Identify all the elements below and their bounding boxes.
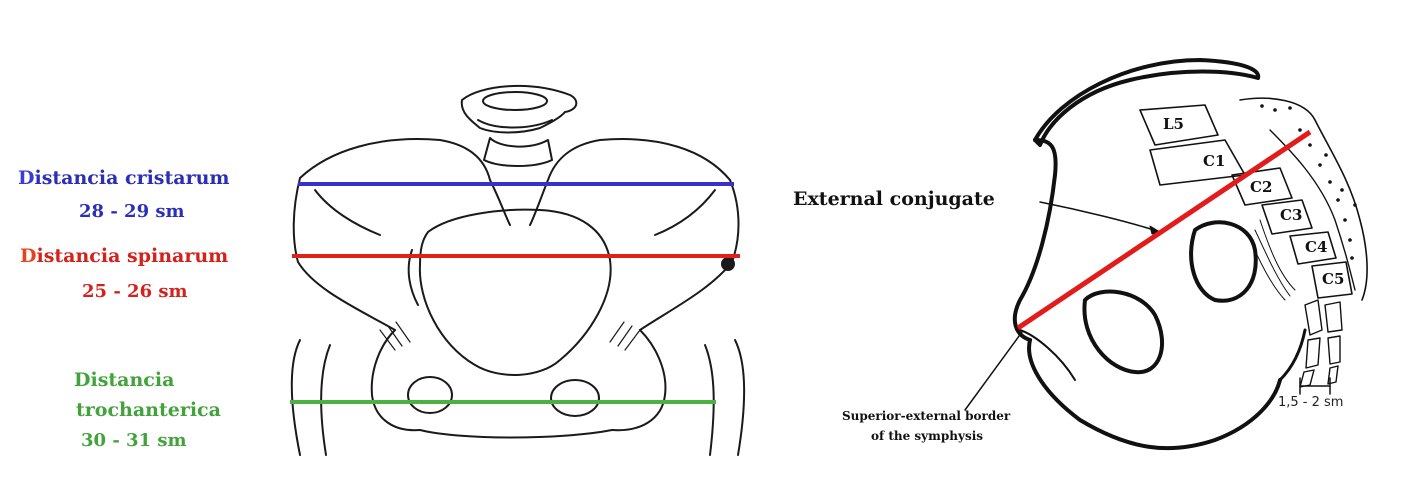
spinarum-label: Distancia spinarum [20, 247, 228, 266]
vertebra-label-c4: C4 [1305, 238, 1328, 256]
external-conjugate-line [1016, 129, 1312, 331]
pelvis-front-drawing [290, 85, 746, 456]
cristarum-label-initial: D [18, 167, 35, 189]
cristarum-value: 28 - 29 sm [79, 201, 185, 222]
symphysis-label-line2: of the symphysis [871, 429, 984, 443]
trochanterica-label-line2: trochanterica [76, 399, 221, 421]
vertebra-label-c1: C1 [1203, 152, 1226, 170]
vertebra-label-l5: L5 [1163, 115, 1184, 133]
spinarum-label-initial: D [20, 245, 37, 267]
vertebra-label-c3: C3 [1280, 206, 1303, 224]
spinarum-label-rest: istancia spinarum [36, 245, 229, 267]
spinarum-value: 25 - 26 sm [82, 281, 188, 302]
cristarum-label-rest: istancia cristarum [34, 167, 230, 189]
vertebra-label-c2: C2 [1250, 178, 1273, 196]
symphysis-label-line1: Superior-external border [842, 409, 1011, 423]
external-conjugate-label: External conjugate [793, 188, 995, 210]
vertebra-label-c5: C5 [1322, 270, 1345, 288]
coccyx-width-label: 1,5 - 2 sm [1278, 395, 1344, 410]
pelvis-lateral-drawing [964, 58, 1368, 451]
trochanterica-value: 30 - 31 sm [81, 430, 187, 451]
trochanterica-label-line1: Distancia [74, 369, 175, 391]
cristarum-label: Distancia cristarum [18, 169, 230, 188]
